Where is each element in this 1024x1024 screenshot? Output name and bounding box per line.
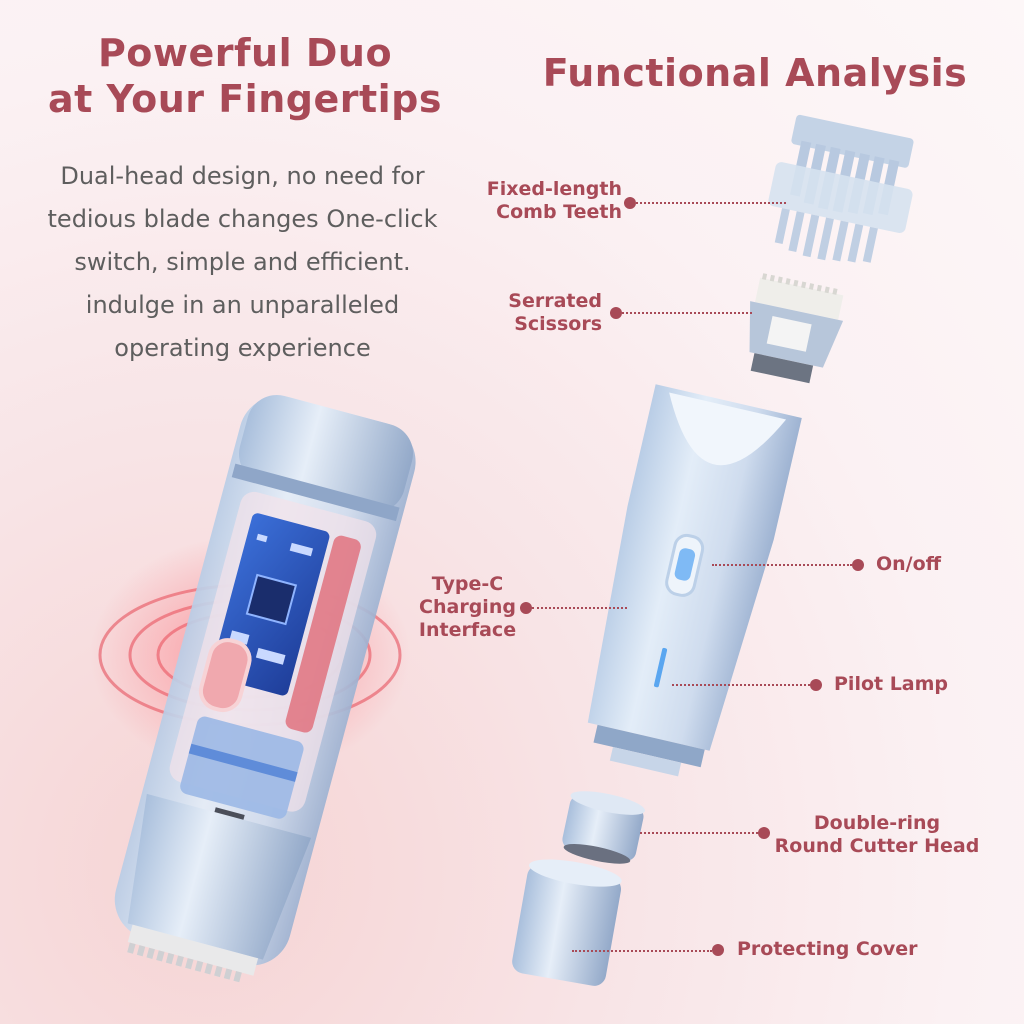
callout-cover-leader <box>572 950 712 952</box>
comb-attachment-icon <box>768 114 914 263</box>
callout-onoff: On/off <box>876 553 976 576</box>
protecting-cover-icon <box>512 859 622 986</box>
left-title-line-2: at Your Fingertips <box>48 77 442 121</box>
callout-cover-line-1: Protecting Cover <box>737 938 918 960</box>
callout-cutter-dot <box>758 827 770 839</box>
description-line-5: operating experience <box>114 334 371 362</box>
callout-comb: Fixed-length Comb Teeth <box>470 178 622 224</box>
callout-onoff-leader <box>712 564 852 566</box>
callout-pilot: Pilot Lamp <box>834 673 974 696</box>
callout-typec-dot <box>520 602 532 614</box>
left-title-line-1: Powerful Duo <box>97 31 393 75</box>
callout-comb-line-2: Comb Teeth <box>496 201 622 223</box>
callout-onoff-line-1: On/off <box>876 553 942 575</box>
left-title: Powerful Duo at Your Fingertips <box>0 30 490 122</box>
right-title: Functional Analysis <box>542 51 968 95</box>
description-line-3: switch, simple and efficient. <box>74 248 411 276</box>
callout-scissors-line-2: Scissors <box>514 313 602 335</box>
callout-cutter: Double-ring Round Cutter Head <box>772 812 982 858</box>
callout-typec-leader <box>532 607 627 609</box>
callout-scissors-leader <box>622 312 752 314</box>
callout-pilot-dot <box>810 679 822 691</box>
description-line-2: tedious blade changes One-click <box>47 205 438 233</box>
callout-cover: Protecting Cover <box>737 938 927 961</box>
round-cutter-icon <box>562 791 645 864</box>
serrated-blade-icon <box>749 273 844 384</box>
callout-cover-dot <box>712 944 724 956</box>
callout-typec-line-3: Interface <box>418 619 517 641</box>
callout-typec: Type-C Charging Interface <box>410 573 525 642</box>
callout-typec-line-2: Charging <box>419 596 516 618</box>
callout-comb-line-1: Fixed-length <box>486 178 622 200</box>
callout-comb-dot <box>624 197 636 209</box>
callout-scissors-dot <box>610 307 622 319</box>
callout-onoff-dot <box>852 559 864 571</box>
callout-scissors: Serrated Scissors <box>490 290 602 336</box>
callout-scissors-line-1: Serrated <box>508 290 602 312</box>
callout-comb-leader <box>636 202 786 204</box>
description-line-4: indulge in an unparalleled <box>85 291 400 319</box>
callout-pilot-leader <box>672 684 810 686</box>
trimmer-body-icon <box>587 384 802 777</box>
callout-typec-line-1: Type-C <box>431 573 504 595</box>
description-line-1: Dual-head design, no need for <box>60 162 425 190</box>
trimmer-cutaway-icon <box>90 394 416 983</box>
callout-cutter-line-2: Round Cutter Head <box>774 835 980 857</box>
callout-cutter-leader <box>640 832 758 834</box>
callout-cutter-line-1: Double-ring <box>813 812 941 834</box>
callout-pilot-line-1: Pilot Lamp <box>834 673 949 695</box>
description: Dual-head design, no need for tedious bl… <box>20 155 465 370</box>
